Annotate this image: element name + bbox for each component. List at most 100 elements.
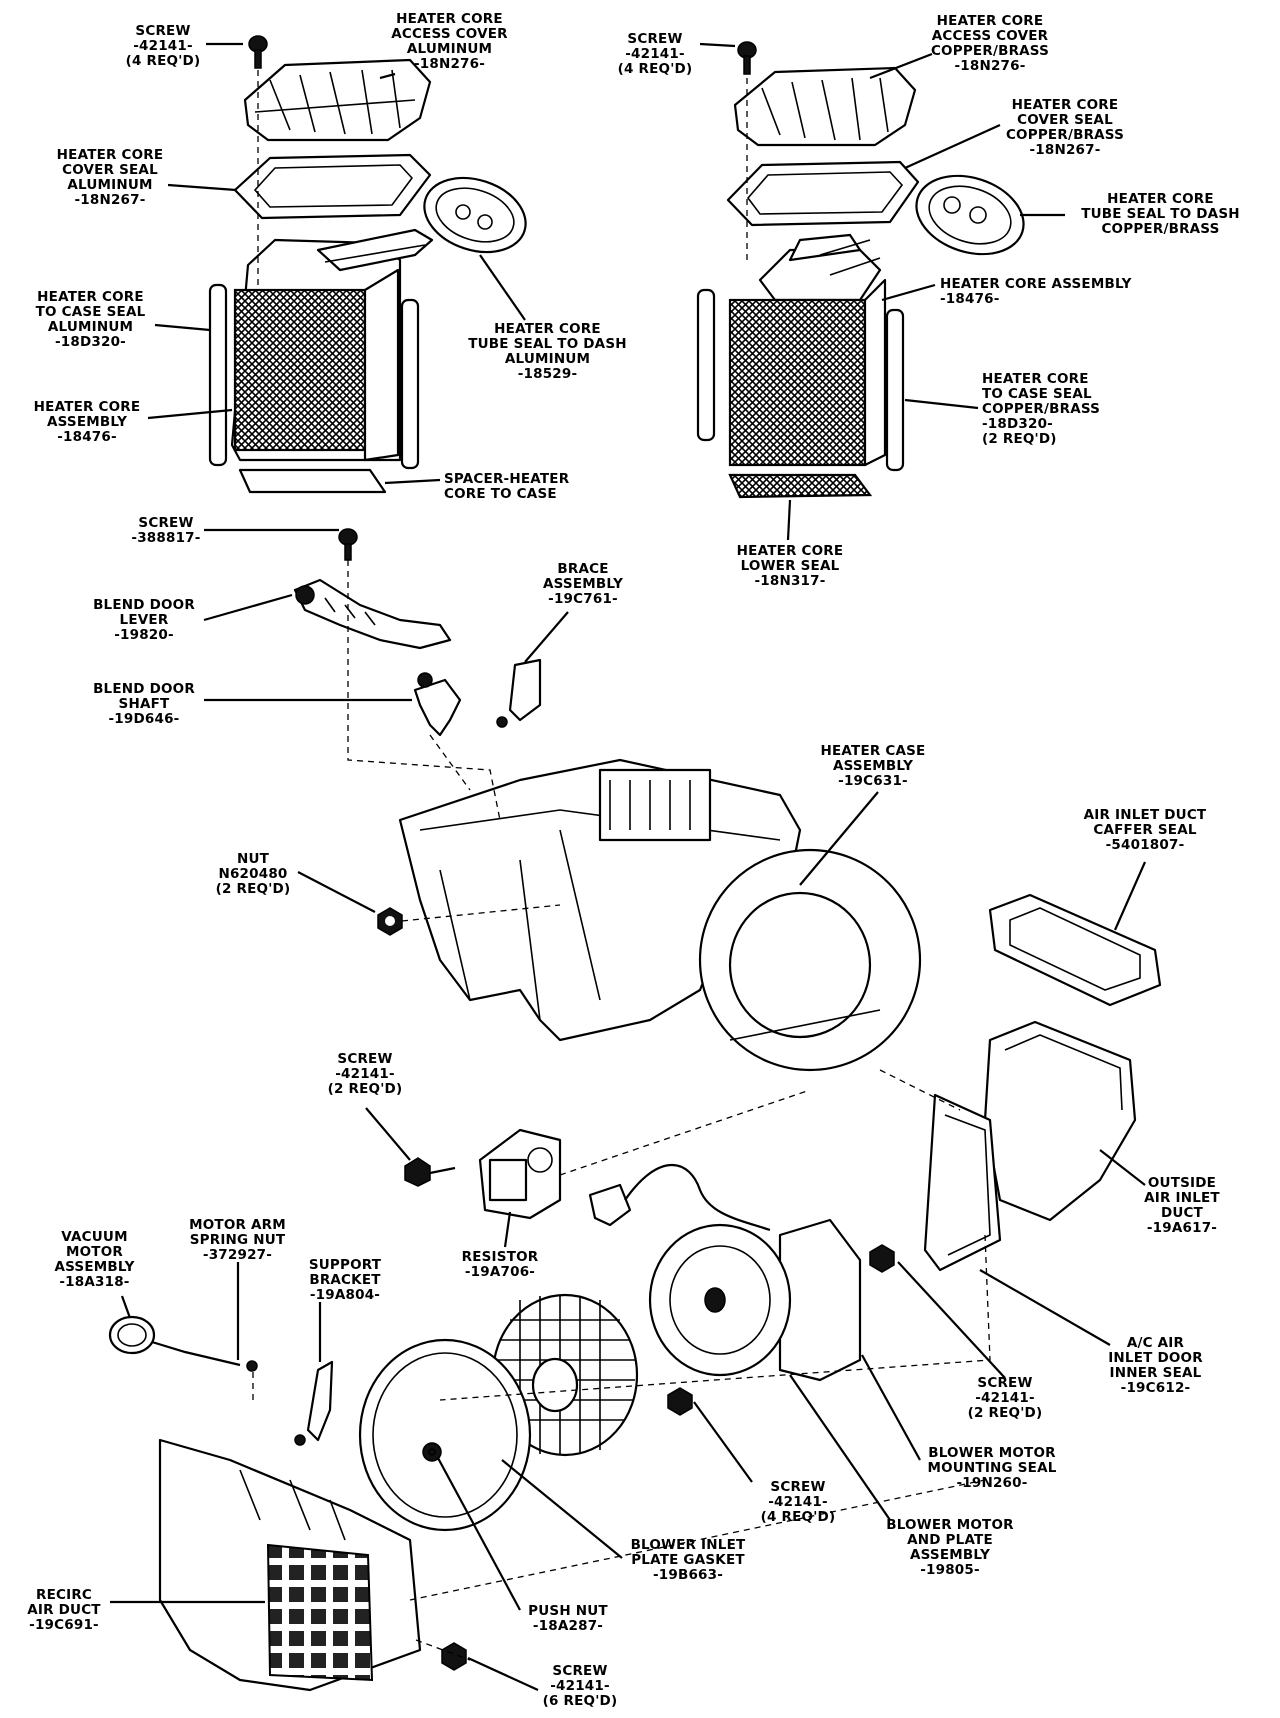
callout-line: ASSEMBLY bbox=[542, 576, 624, 592]
callout-line: SCREW bbox=[552, 1663, 608, 1679]
heater-core-left-part bbox=[230, 228, 434, 462]
callout-line: (2 REQ'D) bbox=[982, 431, 1057, 447]
callout-line: -388817- bbox=[131, 530, 201, 546]
callout-line: HEATER CASE bbox=[820, 743, 926, 759]
label-resistor: RESISTOR-19A706- bbox=[440, 1250, 560, 1280]
callout-line: TUBE SEAL TO DASH bbox=[1081, 206, 1240, 222]
callout-line: LEVER bbox=[119, 612, 169, 628]
callout-line: -18476- bbox=[940, 291, 1000, 307]
callout-line: -42141- bbox=[550, 1678, 610, 1694]
callout-line: HEATER CORE bbox=[56, 147, 164, 163]
callout-line: CAFFER SEAL bbox=[1093, 822, 1197, 838]
callout-line: ALUMINUM bbox=[406, 41, 493, 57]
callout-line: COVER SEAL bbox=[62, 162, 158, 178]
push-nut-part bbox=[428, 1448, 436, 1456]
support-bracket-part bbox=[294, 1360, 334, 1446]
callout-line: -19C691- bbox=[29, 1617, 99, 1633]
callout-line: COPPER/BRASS bbox=[930, 43, 1050, 59]
tube-seal-aluminum-part bbox=[423, 176, 527, 254]
callout-line: HEATER CORE bbox=[37, 289, 144, 305]
recirc-duct-part bbox=[158, 1438, 422, 1692]
callout-line: BLEND DOOR bbox=[93, 597, 195, 613]
callout-line: -18N267- bbox=[74, 192, 146, 208]
callout-line: ALUMINUM bbox=[504, 351, 591, 367]
callout-line: -19A804- bbox=[309, 1287, 381, 1303]
callout-line: -19C761- bbox=[548, 591, 618, 607]
motor-arm-nut-part bbox=[246, 1360, 258, 1372]
callout-line: OUTSIDE bbox=[1147, 1175, 1217, 1191]
access-cover-aluminum-part bbox=[243, 58, 432, 142]
callout-line: (6 REQ'D) bbox=[542, 1693, 618, 1709]
screw-top-left-part bbox=[248, 35, 268, 69]
callout-line: HEATER CORE bbox=[33, 399, 141, 415]
screw-blower-part bbox=[667, 1387, 693, 1416]
callout-line: (4 REQ'D) bbox=[760, 1509, 836, 1525]
callout-line: -42141- bbox=[133, 38, 193, 54]
lower-seal-part bbox=[728, 473, 873, 499]
callout-line: SCREW bbox=[770, 1479, 826, 1495]
resistor-part bbox=[478, 1128, 562, 1220]
nut-part bbox=[377, 907, 403, 936]
callout-line: BLOWER MOTOR bbox=[886, 1517, 1014, 1533]
callout-line: -42141- bbox=[768, 1494, 828, 1510]
callout-line: TO CASE SEAL bbox=[35, 304, 146, 320]
core-case-seal-right-part bbox=[696, 288, 905, 472]
callout-line: SCREW bbox=[337, 1051, 393, 1067]
callout-line: -19820- bbox=[114, 627, 174, 643]
callout-line: ASSEMBLY bbox=[909, 1547, 991, 1563]
callout-line: -18A318- bbox=[59, 1274, 130, 1290]
callout-line: (4 REQ'D) bbox=[617, 61, 693, 77]
access-cover-copper-part bbox=[733, 66, 917, 147]
callout-line: (4 REQ'D) bbox=[125, 53, 201, 69]
callout-line: MOUNTING SEAL bbox=[927, 1460, 1057, 1476]
label-screw-lever: SCREW-388817- bbox=[128, 516, 204, 546]
callout-line: BRACE bbox=[557, 561, 609, 577]
label-screw-bottom: SCREW-42141-(6 REQ'D) bbox=[530, 1664, 630, 1709]
callout-line: COVER SEAL bbox=[1017, 112, 1113, 128]
callout-line: HEATER CORE bbox=[1107, 191, 1214, 207]
callout-line: -19N260- bbox=[956, 1475, 1028, 1491]
callout-line: COPPER/BRASS bbox=[982, 401, 1101, 417]
callout-line: COPPER/BRASS bbox=[1005, 127, 1125, 143]
cover-seal-aluminum-part bbox=[233, 153, 432, 220]
callout-line: -19B663- bbox=[652, 1567, 724, 1583]
callout-line: CORE TO CASE bbox=[444, 486, 557, 502]
callout-line: A/C AIR bbox=[1126, 1335, 1185, 1351]
callout-line: TO CASE SEAL bbox=[982, 386, 1092, 402]
spacer-part bbox=[238, 468, 387, 494]
callout-line: HEATER CORE ASSEMBLY bbox=[940, 276, 1132, 292]
callout-line: COPPER/BRASS bbox=[1101, 221, 1220, 237]
label-push-nut: PUSH NUT-18A287- bbox=[518, 1604, 618, 1634]
label-screw-top-left: SCREW-42141-(4 REQ'D) bbox=[108, 24, 218, 69]
callout-line: SCREW bbox=[977, 1375, 1033, 1391]
callout-line: ACCESS COVER bbox=[931, 28, 1049, 44]
label-core-assembly-right: HEATER CORE ASSEMBLY-18476- bbox=[940, 277, 1132, 307]
callout-line: ALUMINUM bbox=[67, 177, 153, 193]
callout-line: ALUMINUM bbox=[47, 319, 134, 335]
screw-bottom-part bbox=[441, 1642, 467, 1671]
cover-seal-copper-part bbox=[726, 160, 920, 227]
callout-line: AND PLATE bbox=[907, 1532, 993, 1548]
label-screw-inlet: SCREW-42141-(2 REQ'D) bbox=[955, 1376, 1055, 1421]
label-screw-resistor: SCREW-42141-(2 REQ'D) bbox=[315, 1052, 415, 1097]
callout-line: AIR DUCT bbox=[27, 1602, 101, 1618]
callout-line: -19D646- bbox=[108, 711, 180, 727]
callout-line: SCREW bbox=[135, 23, 191, 39]
callout-line: -18N267- bbox=[1029, 142, 1101, 158]
label-screw-top-right: SCREW-42141-(4 REQ'D) bbox=[605, 32, 705, 77]
